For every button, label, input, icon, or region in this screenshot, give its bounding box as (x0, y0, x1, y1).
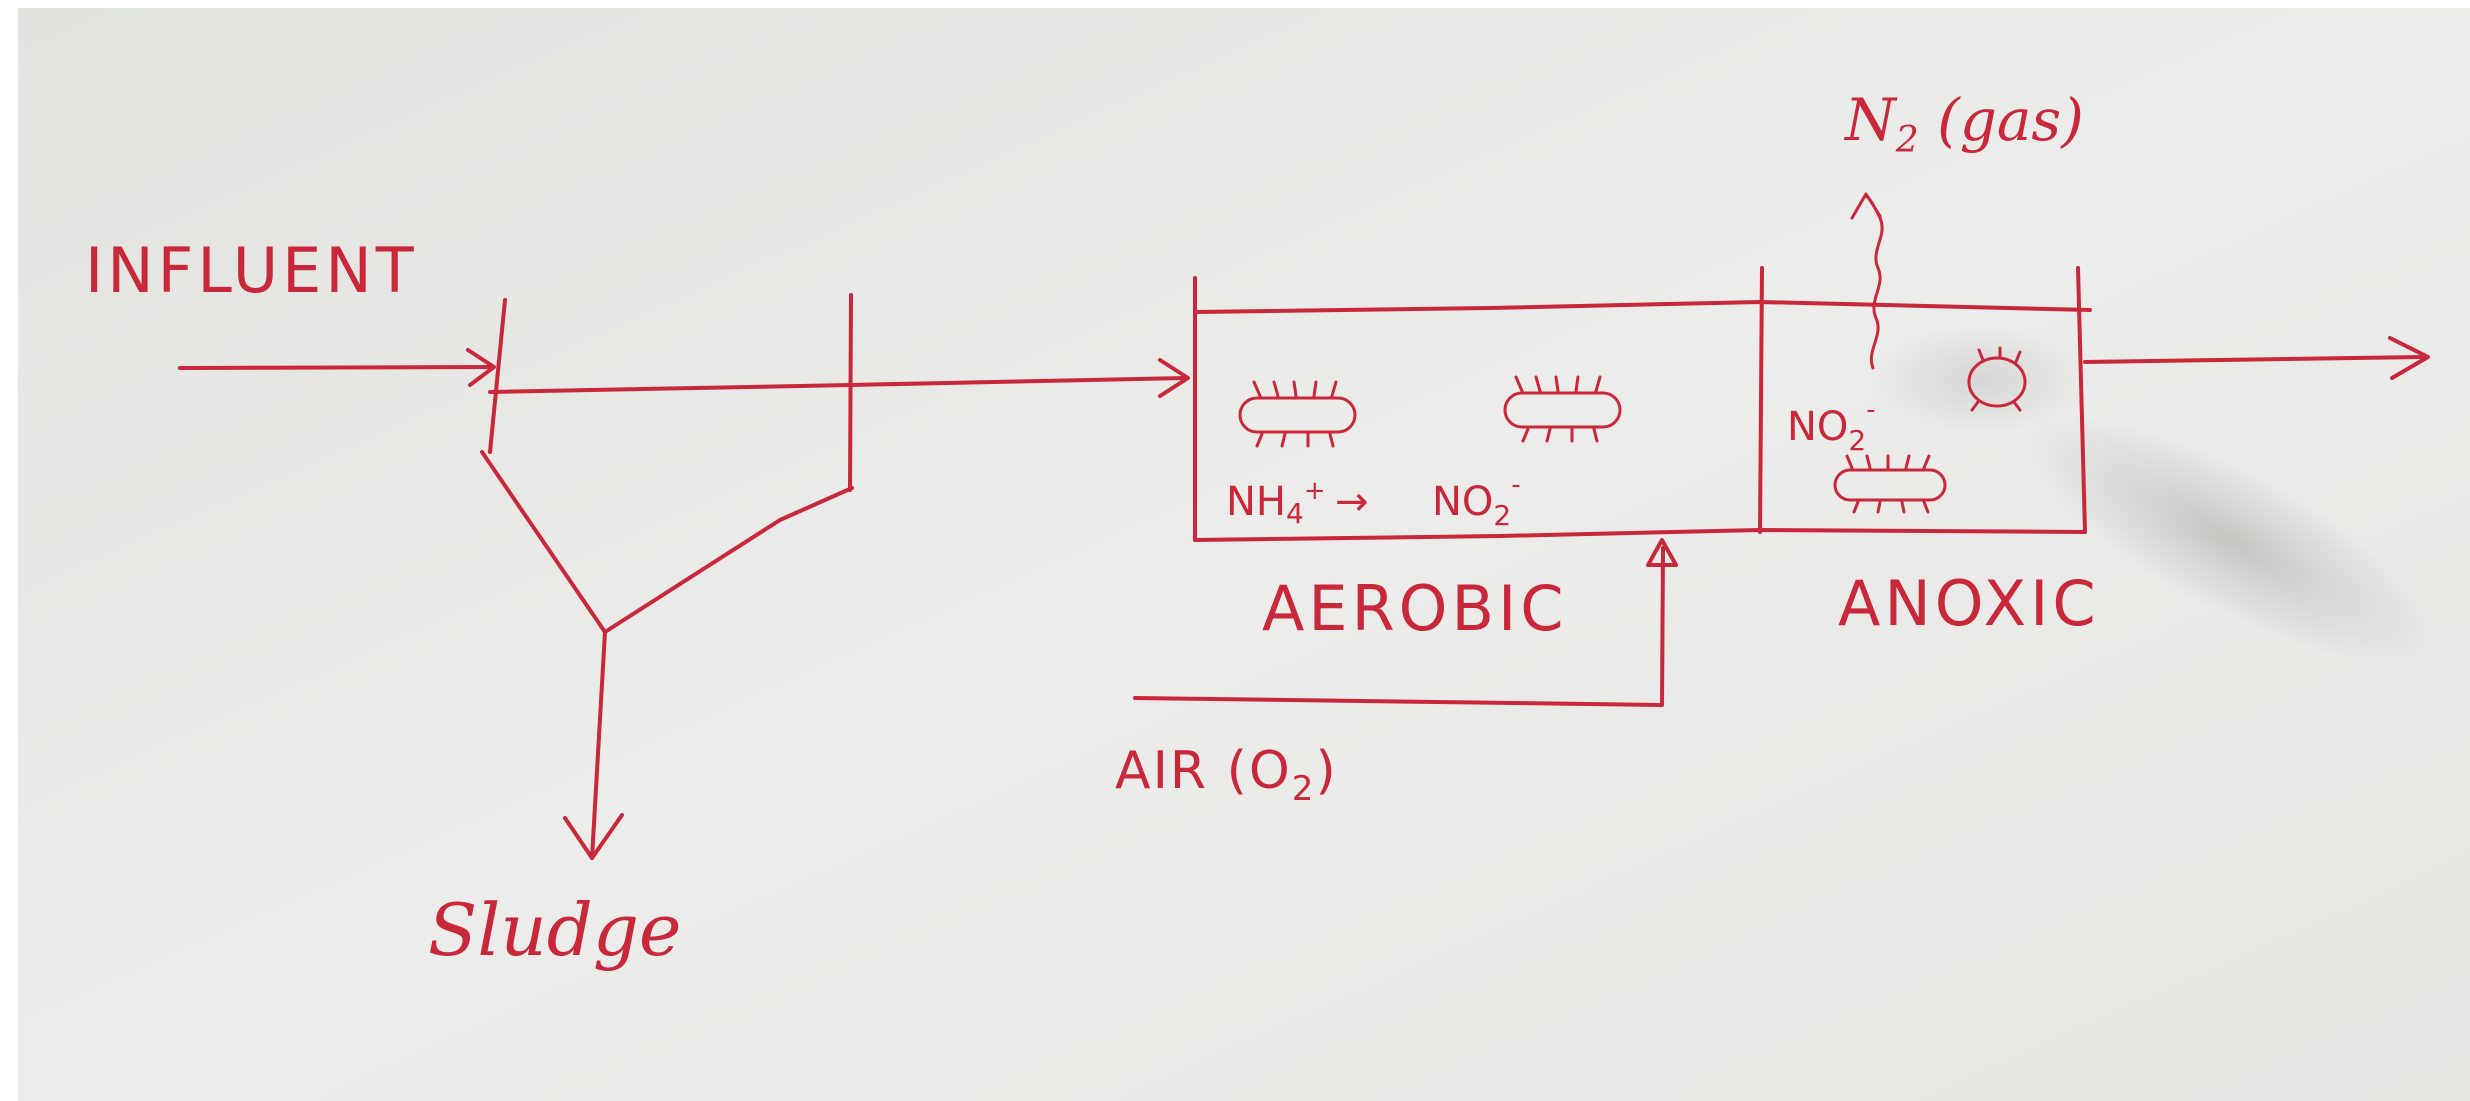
n2-gas-label: N2 (gas) (1843, 86, 2084, 161)
paper-sheet (18, 8, 2470, 1101)
reaction-arrow: → (1335, 479, 1369, 525)
influent-label: INFLUENT (85, 234, 418, 307)
anoxic-label: ANOXIC (1838, 567, 2100, 640)
paper-smudge-2 (1870, 325, 2090, 435)
sludge-label: Sludge (428, 888, 682, 972)
influent-arrow-line (180, 367, 492, 368)
aerobic-label: AEROBIC (1262, 572, 1568, 645)
